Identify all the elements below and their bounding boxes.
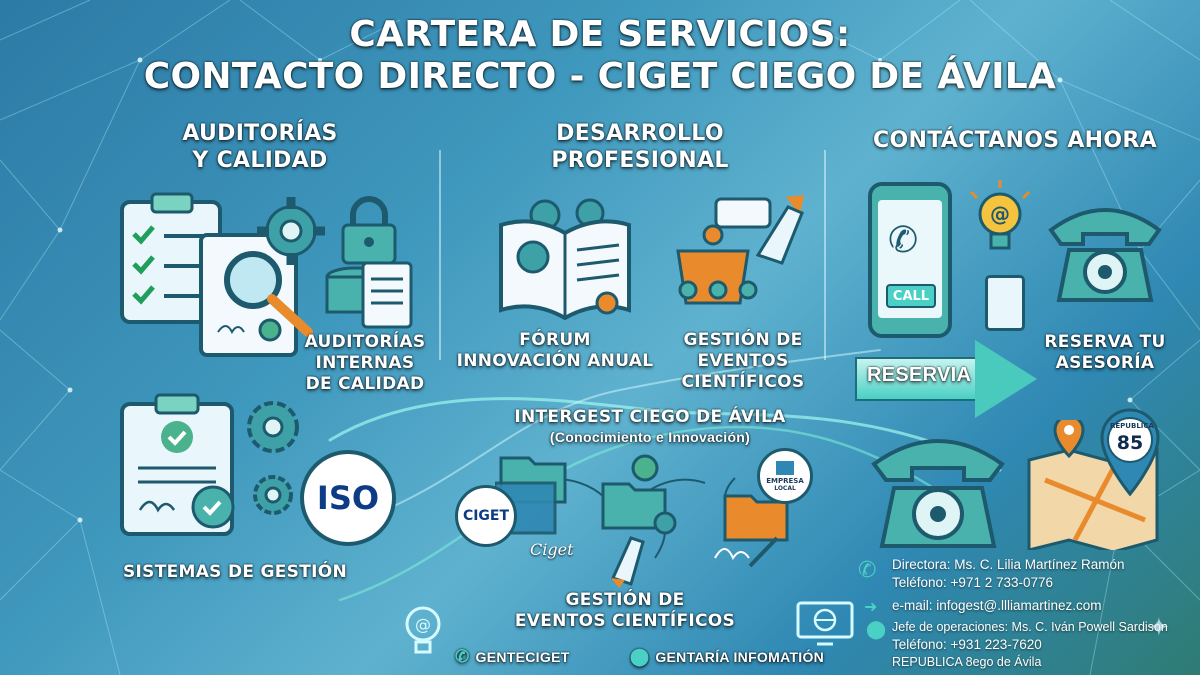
link-gentaria-label: GENTARÍA INFOMATIÓN <box>655 649 825 665</box>
development-heading-line-1: DESARROLLO <box>556 121 724 146</box>
internal-audits-line-3: DE CALIDAD <box>305 374 425 394</box>
reservia-arrow-button[interactable]: RESERVIA <box>855 340 1040 418</box>
internal-audits-line-1: AUDITORÍAS <box>304 332 426 352</box>
globe-monitor-icon <box>795 600 855 646</box>
location-pin-icon: ⬤ <box>866 619 887 639</box>
tablet-icon <box>985 275 1025 331</box>
presentation-rocket-icon <box>668 195 808 325</box>
chief-line: Jefe de operaciones: Ms. C. Iván Powell … <box>892 620 1168 634</box>
title-line-2: CONTACTO DIRECTO - CIGET CIEGO DE ÁVILA <box>143 56 1057 97</box>
open-book-gears-icon <box>495 195 635 325</box>
republica-sign-top: REPUBLICA <box>1110 422 1154 430</box>
internal-audits-label: AUDITORÍAS INTERNAS DE CALIDAD <box>290 332 440 395</box>
intergest-title: INTERGEST CIEGO DE ÁVILA <box>514 407 786 427</box>
arrow-right-icon: ➜ <box>864 599 878 616</box>
reservia-label: RESERVIA <box>867 364 972 386</box>
iso-text: ISO <box>316 479 380 517</box>
empresa-logo-line-2: LOCAL <box>774 484 796 492</box>
intergest-folders-diagram <box>495 448 815 588</box>
phone-icon: ✆ <box>455 647 470 666</box>
phone-handset-icon: ✆ <box>888 219 919 260</box>
internal-audits-line-2: INTERNAS <box>315 353 415 373</box>
empresa-logo-line-1: EMPRESA <box>766 476 804 485</box>
gear-icon <box>255 195 327 267</box>
contact-email[interactable]: e-mail: infogest@.llliamartinez.com <box>892 598 1102 613</box>
audit-document-magnifier-icon <box>198 232 318 362</box>
republica-sign-number: 85 <box>1116 432 1144 454</box>
page-title: CARTERA DE SERVICIOS: CONTACTO DIRECTO -… <box>0 14 1200 98</box>
bottom-events-line-1: GESTIÓN DE <box>565 590 685 610</box>
ciget-logo: CIGET <box>455 485 517 547</box>
director-line: Directora: Ms. C. Lilia Martínez Ramón <box>892 557 1125 572</box>
chief-phone[interactable]: Teléfono: +931 223-7620 <box>892 637 1042 652</box>
director-phone[interactable]: Teléfono: +971 2 733-0776 <box>892 575 1054 590</box>
audit-heading-line-2: Y CALIDAD <box>192 148 328 173</box>
link-genteciget[interactable]: ✆ GENTECIGET <box>455 647 570 667</box>
bottom-events-line-2: EVENTOS CIENTÍFICOS <box>514 611 736 631</box>
audit-heading-line-1: AUDITORÍAS <box>182 121 338 146</box>
svg-text:@: @ <box>990 202 1010 226</box>
contact-heading: CONTÁCTANOS AHORA <box>873 128 1157 153</box>
event-management-line-1: GESTIÓN DE <box>683 330 803 350</box>
rotary-phone-large-icon <box>868 430 1008 550</box>
link-gentaria[interactable]: ⬤ GENTARÍA INFOMATIÓN <box>630 647 824 667</box>
ciget-signature: Ciget <box>530 540 574 559</box>
gears-icon <box>238 395 308 525</box>
republica-sign-icon: REPUBLICA 85 <box>1098 406 1162 498</box>
certificate-clipboard-icon <box>118 392 248 542</box>
idea-bulb-icon: @ <box>398 602 448 657</box>
audit-heading: AUDITORÍAS Y CALIDAD <box>130 120 390 174</box>
link-genteciget-label: GENTECIGET <box>475 649 570 665</box>
book-advice-line-2: ASESORÍA <box>1055 353 1155 373</box>
event-management-line-3: CIENTÍFICOS <box>681 372 805 392</box>
forum-label-line-1: FÓRUM <box>519 330 591 350</box>
management-systems-label: SISTEMAS DE GESTIÓN <box>122 562 347 582</box>
map-icon <box>1025 420 1165 550</box>
location-pin-icon: ⬤ <box>630 647 650 666</box>
smartphone-icon: CALL ✆ <box>868 182 952 338</box>
forum-label-line-2: INNOVACIÓN ANUAL <box>456 351 654 371</box>
ciget-logo-text: CIGET <box>462 508 510 524</box>
event-management-line-2: EVENTOS <box>697 351 789 371</box>
svg-text:@: @ <box>415 615 431 634</box>
lock-database-icon <box>325 195 415 330</box>
building-icon <box>776 460 794 475</box>
arrow-head <box>975 340 1037 418</box>
development-heading-line-2: PROFESIONAL <box>551 148 729 173</box>
bottom-events-label: GESTIÓN DE EVENTOS CIENTÍFICOS <box>490 590 760 632</box>
arrow-body <box>855 357 980 401</box>
event-management-label: GESTIÓN DE EVENTOS CIENTÍFICOS <box>668 330 818 393</box>
sparkle-icon: ✦ <box>1148 612 1170 642</box>
contact-phone-icon: ✆ <box>858 557 877 582</box>
rotary-phone-icon <box>1045 200 1165 305</box>
title-line-1: CARTERA DE SERVICIOS: <box>349 14 851 55</box>
book-advice-label: RESERVA TU ASESORÍA <box>1030 332 1180 374</box>
call-button[interactable]: CALL <box>886 284 936 308</box>
empresa-local-logo: EMPRESA LOCAL <box>757 448 813 504</box>
intergest-section-heading: INTERGEST CIEGO DE ÁVILA (Conocimiento e… <box>480 407 820 446</box>
book-advice-line-1: RESERVA TU <box>1044 332 1166 352</box>
development-heading: DESARROLLO PROFESIONAL <box>500 120 780 174</box>
iso-badge: ISO <box>300 450 396 546</box>
forum-label: FÓRUM INNOVACIÓN ANUAL <box>450 330 660 372</box>
lightbulb-email-icon: @ <box>965 178 1035 258</box>
intergest-subtitle: (Conocimiento e Innovación) <box>549 429 751 445</box>
contact-address: REPUBLICA 8ego de Ávila <box>892 655 1042 669</box>
